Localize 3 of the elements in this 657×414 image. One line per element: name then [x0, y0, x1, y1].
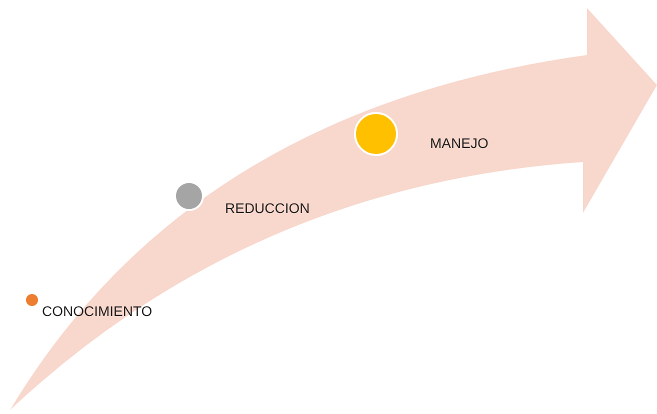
stage-label: REDUCCION [225, 200, 310, 216]
stage-label: MANEJO [430, 135, 488, 151]
stage-label: CONOCIMIENTO [42, 303, 152, 319]
